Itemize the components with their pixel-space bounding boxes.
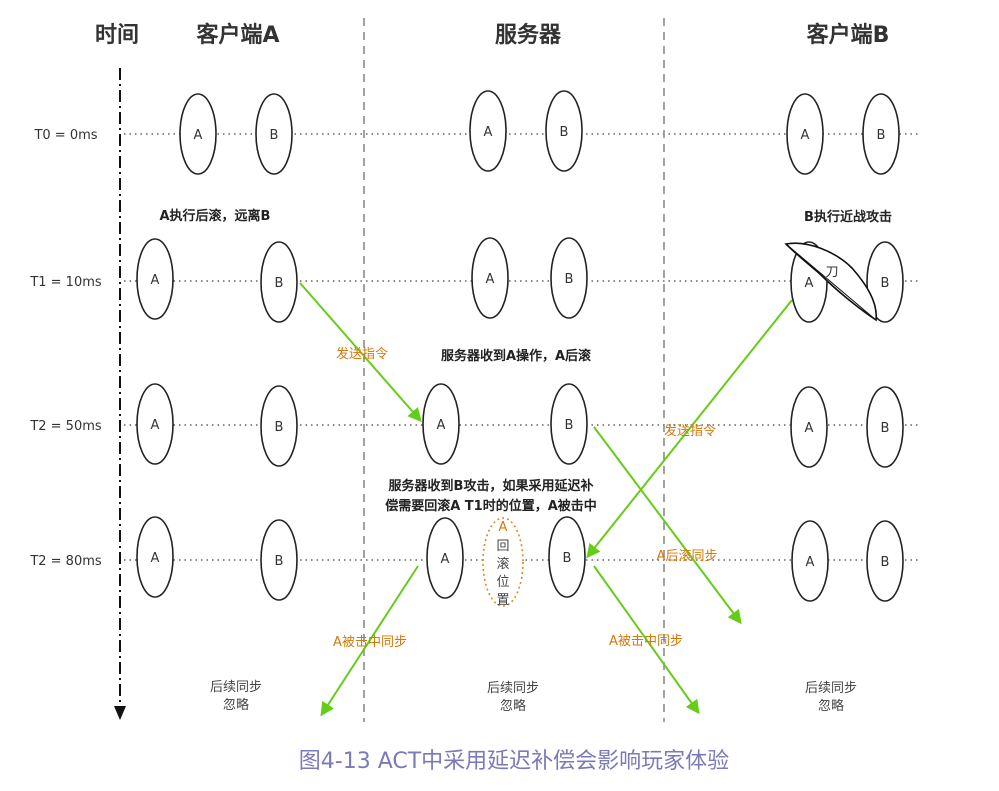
t1-client-a-entity-a: A — [136, 238, 174, 320]
svg-text:A: A — [806, 555, 815, 570]
svg-text:B: B — [881, 421, 890, 436]
t2-client-a-entity-a: A — [136, 383, 174, 465]
note-b-attack: B执行近战攻击 — [804, 209, 892, 225]
label-hit-sync-right: A被击中同步 — [609, 634, 683, 649]
header-server: 服务器 — [495, 23, 562, 48]
t1-server-entity-a: A — [471, 237, 509, 319]
svg-text:B: B — [275, 276, 284, 291]
arrow-send-a — [299, 282, 422, 423]
rollback-char-0: A — [499, 520, 508, 535]
t0-client-b-entity-b: B — [862, 93, 900, 175]
label-hit-sync-left: A被击中同步 — [333, 635, 407, 650]
svg-text:A: A — [151, 551, 160, 566]
t2-client-b-entity-b: B — [866, 386, 904, 468]
svg-text:刀: 刀 — [825, 265, 838, 280]
svg-text:A: A — [194, 128, 203, 143]
rollback-char-1: 回 — [496, 539, 509, 554]
t3-client-a-entity-a: A — [136, 516, 174, 598]
svg-text:A: A — [805, 421, 814, 436]
t3-server-rollback-position: A 回 滚 位 置 — [482, 517, 524, 608]
t3-client-a-entity-b: B — [260, 519, 298, 601]
svg-text:B: B — [270, 128, 279, 143]
arrow-hit-sync-right — [593, 565, 700, 715]
row-label-t1: T1 = 10ms — [29, 275, 102, 290]
label-send-b: 发送指令 — [664, 423, 716, 439]
svg-text:A: A — [151, 418, 160, 433]
t2-server-entity-b: B — [550, 383, 588, 465]
t0-server-entity-a: A — [469, 90, 507, 172]
arrow-a-rollback-sync — [593, 426, 742, 625]
t0-client-a-entity-a: A — [179, 93, 217, 175]
t0-client-b-entity-a: A — [786, 93, 824, 175]
t2-client-b-entity-a: A — [790, 386, 828, 468]
t1-client-a-entity-b: B — [260, 241, 298, 323]
note-server-recv-a: 服务器收到A操作，A后滚 — [441, 348, 592, 364]
svg-text:A: A — [441, 552, 450, 567]
figure-caption: 图4-13 ACT中采用延迟补偿会影响玩家体验 — [299, 749, 729, 774]
header-time: 时间 — [95, 23, 139, 48]
footer-note-client-b-line1: 后续同步 — [805, 681, 857, 696]
footer-note-server-line2: 忽略 — [500, 698, 526, 714]
t3-client-b-entity-a: A — [791, 520, 829, 602]
footer-note-client-b-line2: 忽略 — [818, 698, 844, 714]
svg-text:A: A — [805, 276, 814, 291]
footer-note-client-a-line1: 后续同步 — [210, 680, 262, 695]
t0-server-entity-b: B — [545, 90, 583, 172]
svg-text:B: B — [877, 128, 886, 143]
note-server-recv-b-line1: 服务器收到B攻击，如果采用延迟补 — [389, 478, 594, 494]
t1-client-b-entity-b: B — [866, 241, 904, 323]
svg-text:A: A — [486, 272, 495, 287]
arrow-hit-sync-left — [320, 565, 419, 717]
footer-note-server-line1: 后续同步 — [487, 681, 539, 696]
svg-text:B: B — [881, 276, 890, 291]
t3-server-entity-b: B — [548, 516, 586, 598]
t2-client-a-entity-b: B — [260, 385, 298, 467]
t2-server-entity-a: A — [422, 383, 460, 465]
t0-client-a-entity-b: B — [255, 93, 293, 175]
svg-text:B: B — [565, 272, 574, 287]
rollback-char-3: 位 — [496, 575, 509, 590]
row-label-t2: T2 = 50ms — [29, 419, 102, 434]
label-a-rollback-sync: A后滚同步 — [657, 548, 718, 564]
header-client-a: 客户端A — [196, 22, 279, 48]
footer-note-client-a-line2: 忽略 — [223, 697, 249, 713]
svg-text:B: B — [881, 555, 890, 570]
t1-server-entity-b: B — [550, 237, 588, 319]
svg-text:A: A — [151, 273, 160, 288]
svg-text:B: B — [560, 125, 569, 140]
note-server-recv-b-line2: 偿需要回滚A T1时的位置，A被击中 — [385, 498, 597, 514]
t3-client-b-entity-b: B — [866, 520, 904, 602]
time-axis-arrowhead — [114, 706, 126, 720]
rollback-char-2: 滚 — [496, 556, 509, 572]
svg-text:A: A — [801, 128, 810, 143]
svg-text:A: A — [437, 418, 446, 433]
arrow-send-b — [586, 299, 793, 559]
svg-text:B: B — [565, 418, 574, 433]
header-client-b: 客户端B — [807, 22, 890, 48]
sword-icon: 刀 — [784, 242, 877, 322]
svg-text:B: B — [563, 551, 572, 566]
svg-text:A: A — [484, 125, 493, 140]
svg-text:B: B — [275, 554, 284, 569]
note-a-roll-back: A执行后滚，远离B — [160, 208, 271, 224]
rollback-char-4: 置 — [496, 593, 509, 608]
t3-server-entity-a: A — [426, 517, 464, 599]
row-label-t3: T2 = 80ms — [29, 554, 102, 569]
label-send-a: 发送指令 — [336, 346, 388, 362]
row-label-t0: T0 = 0ms — [33, 128, 97, 143]
svg-text:B: B — [275, 420, 284, 435]
